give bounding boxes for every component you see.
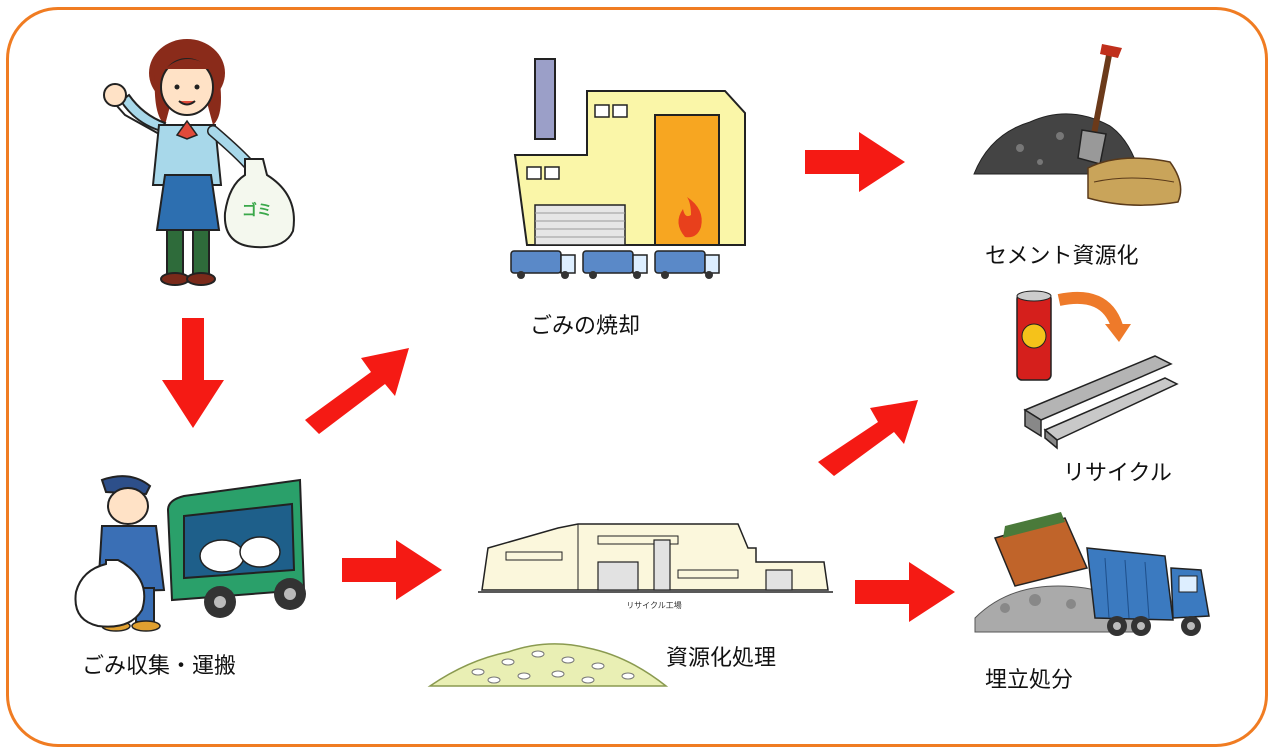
recycled-material-pile-icon (427, 643, 669, 687)
label-recycle: リサイクル (1063, 461, 1172, 486)
cement-shovel-icon (973, 44, 1182, 206)
label-collection: ごみ収集・運搬 (82, 654, 237, 679)
arrow-to-incineration (305, 348, 409, 434)
arrow-to-landfill (855, 562, 955, 622)
label-resource: 資源化処理 (666, 646, 777, 671)
woman-with-trash-bag-icon: ゴミ (103, 39, 295, 286)
recycling-facility-icon: リサイクル工場 (478, 523, 833, 610)
arrow-to-recycle (818, 400, 918, 476)
incineration-plant-icon (510, 58, 746, 279)
can-to-metal-icon (1016, 290, 1179, 450)
arrow-to-resource (342, 540, 442, 600)
label-cement: セメント資源化 (985, 244, 1139, 269)
label-landfill: 埋立処分 (985, 668, 1074, 693)
bag-text: ゴミ (242, 201, 272, 219)
facility-sign: リサイクル工場 (626, 600, 682, 610)
garbage-collector-truck-icon (74, 475, 306, 632)
arrow-to-cement (805, 132, 905, 192)
dump-truck-landfill-icon (974, 512, 1210, 636)
arrow-down (162, 318, 224, 428)
label-incineration: ごみの焼却 (530, 314, 641, 339)
